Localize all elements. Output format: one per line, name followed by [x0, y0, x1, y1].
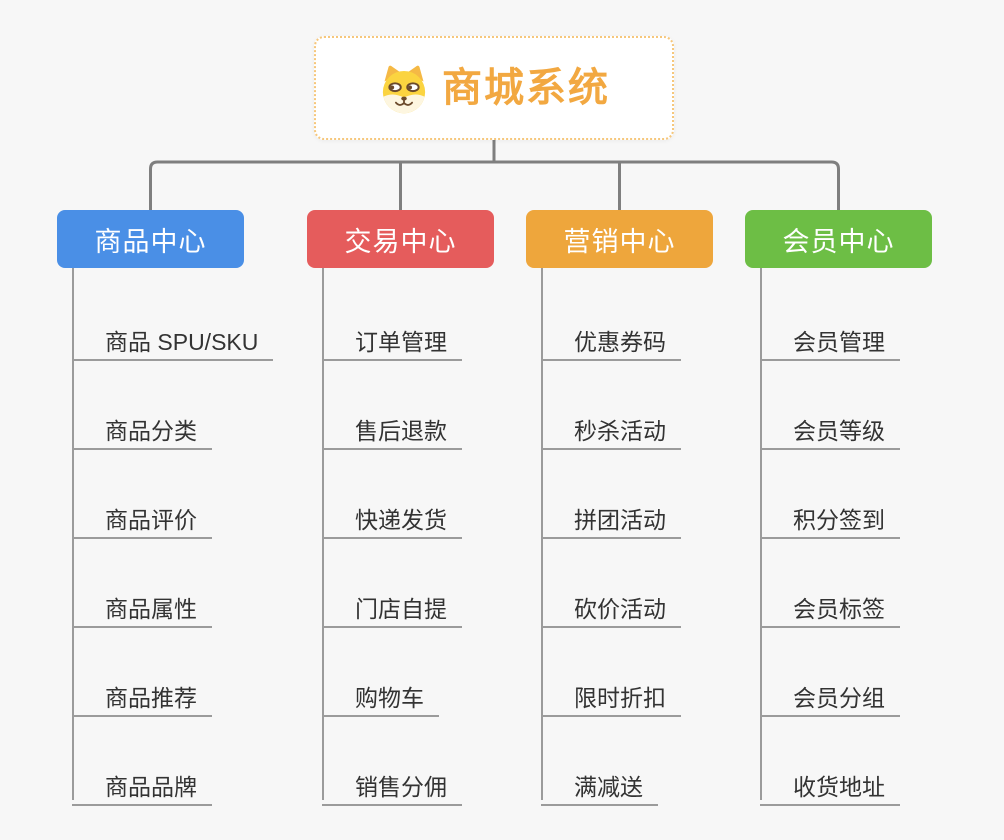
- root-node[interactable]: 商城系统: [314, 36, 674, 140]
- sub-topic[interactable]: 商品评价: [72, 492, 212, 539]
- root-title: 商城系统: [442, 66, 610, 110]
- sub-topic[interactable]: 订单管理: [322, 314, 462, 361]
- dog-face-icon: [378, 62, 430, 114]
- sub-topic[interactable]: 商品推荐: [72, 670, 212, 717]
- sub-topic[interactable]: 会员管理: [760, 314, 900, 361]
- sub-topic[interactable]: 门店自提: [322, 581, 462, 628]
- sub-topic[interactable]: 拼团活动: [541, 492, 681, 539]
- sub-topic[interactable]: 会员标签: [760, 581, 900, 628]
- branch-node-2[interactable]: 交易中心: [307, 210, 494, 268]
- branch-node-3[interactable]: 营销中心: [526, 210, 713, 268]
- sub-topic[interactable]: 收货地址: [760, 759, 900, 806]
- sub-topic[interactable]: 快递发货: [322, 492, 462, 539]
- sub-topic[interactable]: 优惠券码: [541, 314, 681, 361]
- sub-topic[interactable]: 销售分佣: [322, 759, 462, 806]
- sub-topic[interactable]: 会员等级: [760, 403, 900, 450]
- sub-topic[interactable]: 满减送: [541, 759, 658, 806]
- sub-topic[interactable]: 秒杀活动: [541, 403, 681, 450]
- branch-spine-line: [760, 268, 762, 800]
- sub-topic[interactable]: 积分签到: [760, 492, 900, 539]
- sub-topic[interactable]: 限时折扣: [541, 670, 681, 717]
- sub-topic[interactable]: 商品分类: [72, 403, 212, 450]
- sub-topic[interactable]: 砍价活动: [541, 581, 681, 628]
- sub-topic[interactable]: 会员分组: [760, 670, 900, 717]
- sub-topic[interactable]: 商品品牌: [72, 759, 212, 806]
- sub-topic[interactable]: 商品属性: [72, 581, 212, 628]
- branch-spine-line: [541, 268, 543, 800]
- branch-node-4[interactable]: 会员中心: [745, 210, 932, 268]
- sub-topic[interactable]: 售后退款: [322, 403, 462, 450]
- sub-topic[interactable]: 购物车: [322, 670, 439, 717]
- sub-topic[interactable]: 商品 SPU/SKU: [72, 314, 274, 361]
- branch-spine-line: [322, 268, 324, 800]
- branch-node-1[interactable]: 商品中心: [57, 210, 244, 268]
- branch-spine-line: [72, 268, 74, 800]
